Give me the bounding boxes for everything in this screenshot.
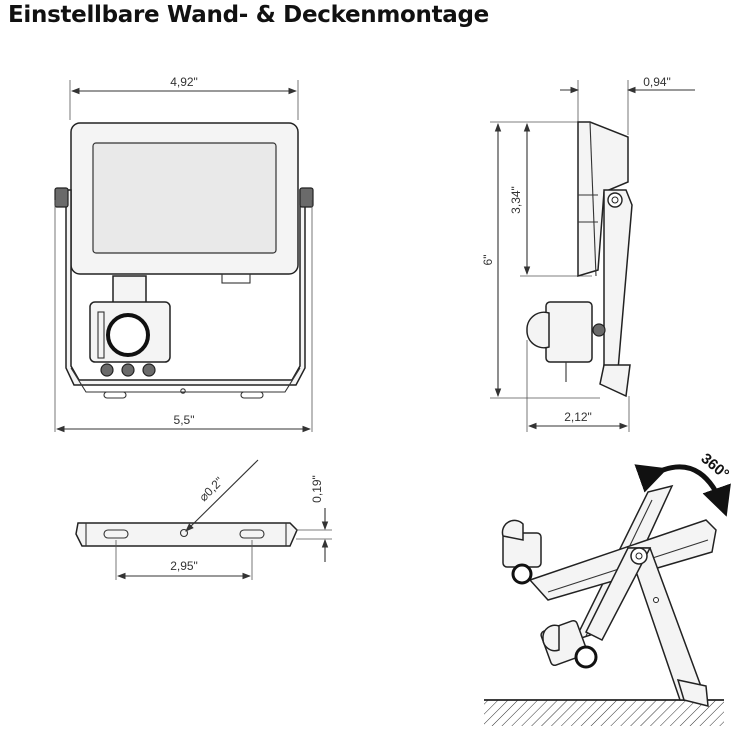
bracket-foot bbox=[599, 364, 631, 398]
bracket-leg bbox=[626, 547, 708, 701]
side-view: 0,94" 6" 3,34" 2,12" bbox=[481, 75, 695, 432]
adjust-knob-3 bbox=[142, 363, 156, 377]
dim-side-height-total: 6" bbox=[481, 255, 495, 266]
center-hole bbox=[179, 528, 189, 538]
housing-side bbox=[577, 121, 629, 278]
slot-hole-right bbox=[239, 529, 265, 539]
dim-hole-diameter: ⌀0,2" bbox=[196, 474, 226, 504]
dim-side-base-width: 2,12" bbox=[564, 410, 592, 424]
dim-bracket-thickness: 0,19" bbox=[310, 475, 324, 503]
dim-side-depth: 0,94" bbox=[643, 75, 671, 89]
motion-sensor-lens bbox=[106, 313, 150, 357]
pivot-knob-left bbox=[54, 187, 69, 208]
slot-hole-left bbox=[103, 529, 129, 539]
adjust-knob-1 bbox=[100, 363, 114, 377]
diameter-leader bbox=[185, 459, 259, 532]
page-title: Einstellbare Wand- & Deckenmontage bbox=[8, 2, 489, 28]
adjust-knob-2 bbox=[121, 363, 135, 377]
sensor-arm bbox=[112, 275, 147, 306]
dim-side-height-partial: 3,34" bbox=[509, 186, 523, 214]
pivot-knob-right bbox=[299, 187, 314, 208]
bracket-detail-view: ⌀0,2" 0,19" 2,95" bbox=[75, 459, 332, 580]
rotation-arrow-icon bbox=[634, 464, 731, 517]
led-panel bbox=[92, 142, 277, 254]
dim-front-width-top: 4,92" bbox=[170, 75, 198, 89]
dim-front-width-bottom: 5,5" bbox=[174, 413, 195, 427]
cable-gland bbox=[221, 273, 251, 284]
ground-surface bbox=[484, 700, 724, 726]
bracket-side bbox=[603, 189, 633, 373]
front-view: 4,92" 5,5" bbox=[54, 75, 314, 433]
rotation-illustration: 360° bbox=[484, 450, 732, 726]
bracket-plate bbox=[75, 522, 298, 547]
dim-hole-spacing: 2,95" bbox=[170, 559, 198, 573]
sensor-side bbox=[545, 301, 593, 363]
